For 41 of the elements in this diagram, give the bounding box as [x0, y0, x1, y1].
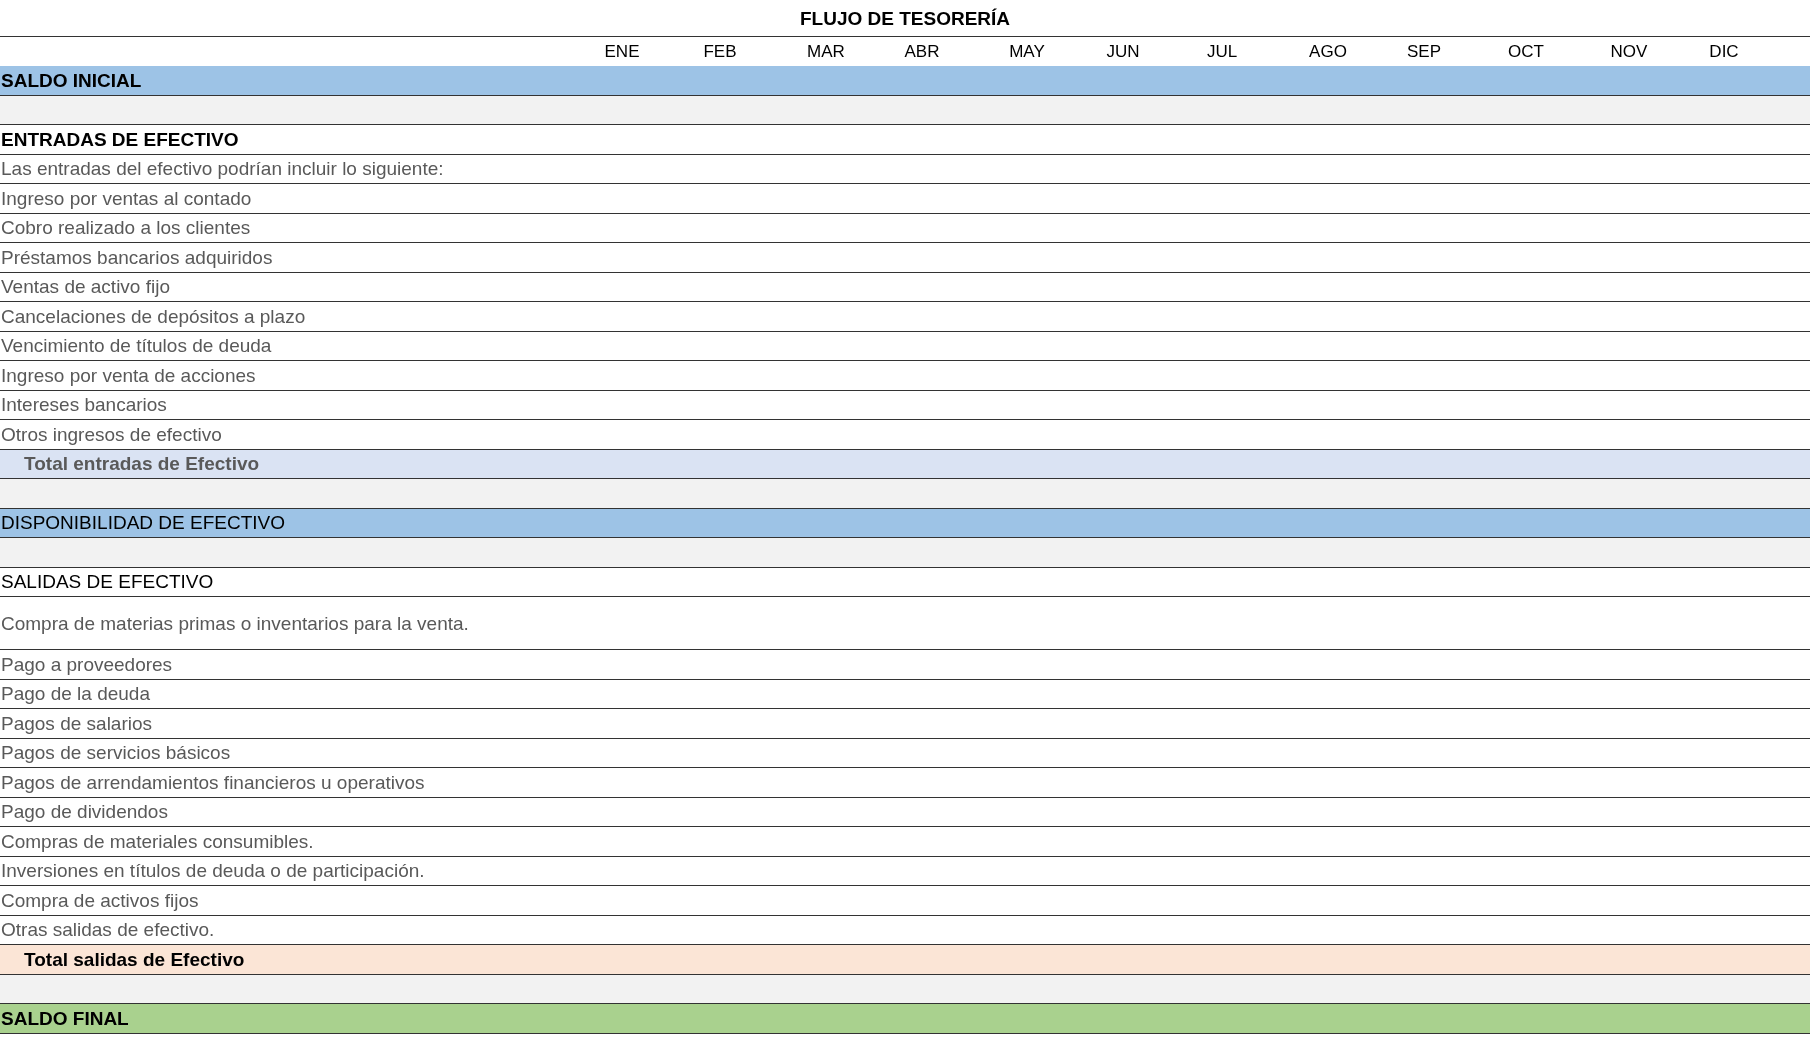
table-title: FLUJO DE TESORERÍA — [798, 8, 1012, 30]
month-header: MAY — [1009, 42, 1045, 62]
row-label: Otras salidas de efectivo. — [1, 919, 215, 942]
row-label: Compra de activos fijos — [1, 889, 199, 912]
row-label: SALDO INICIAL — [1, 69, 142, 92]
row-label: DISPONIBILIDAD DE EFECTIVO — [1, 512, 285, 535]
row-label: Pago a proveedores — [1, 653, 173, 676]
month-header: FEB — [703, 42, 737, 62]
month-header: AGO — [1309, 42, 1347, 62]
row-label: Cobro realizado a los clientes — [1, 217, 251, 240]
row-label: Ingreso por ventas al contado — [1, 187, 252, 210]
row-label: Compra de materias primas o inventarios para la venta. — [1, 612, 469, 635]
row-label: Total entradas de Efectivo — [24, 453, 260, 476]
row-label: Las entradas del efectivo podrían incluir lo siguiente: — [1, 158, 444, 181]
row-label: Otros ingresos de efectivo — [1, 423, 222, 446]
row-label: Compras de materiales consumibles. — [1, 830, 314, 853]
row-label: Pago de dividendos — [1, 801, 168, 824]
month-header: JUL — [1206, 42, 1238, 62]
row-label: Préstamos bancarios adquiridos — [1, 246, 273, 269]
row-label: Cancelaciones de depósitos a plazo — [1, 305, 306, 328]
row-label: Pagos de servicios básicos — [1, 742, 231, 765]
row-label: Pagos de arrendamientos financieros u operativos — [1, 771, 425, 794]
row-label: ENTRADAS DE EFECTIVO — [1, 128, 239, 151]
month-header: DIC — [1709, 42, 1739, 62]
row-label: Vencimiento de títulos de deuda — [1, 335, 272, 358]
row-label: Ventas de activo fijo — [1, 276, 170, 299]
month-header: ABR — [904, 42, 940, 62]
row-label: SALDO FINAL — [1, 1007, 129, 1030]
month-header: ENE — [604, 42, 640, 62]
row-label: Pago de la deuda — [1, 683, 150, 706]
month-header: JUN — [1106, 42, 1140, 62]
row-label: Pagos de salarios — [1, 712, 153, 735]
row-label: Inversiones en títulos de deuda o de participación. — [1, 860, 425, 883]
month-header: OCT — [1508, 42, 1544, 62]
month-header: NOV — [1610, 42, 1648, 62]
row-label: Intereses bancarios — [1, 394, 167, 417]
month-header: SEP — [1407, 42, 1441, 62]
month-header: MAR — [807, 42, 845, 62]
row-label: SALIDAS DE EFECTIVO — [1, 571, 214, 594]
row-label: Total salidas de Efectivo — [24, 948, 245, 971]
row-label: Ingreso por venta de acciones — [1, 364, 256, 387]
